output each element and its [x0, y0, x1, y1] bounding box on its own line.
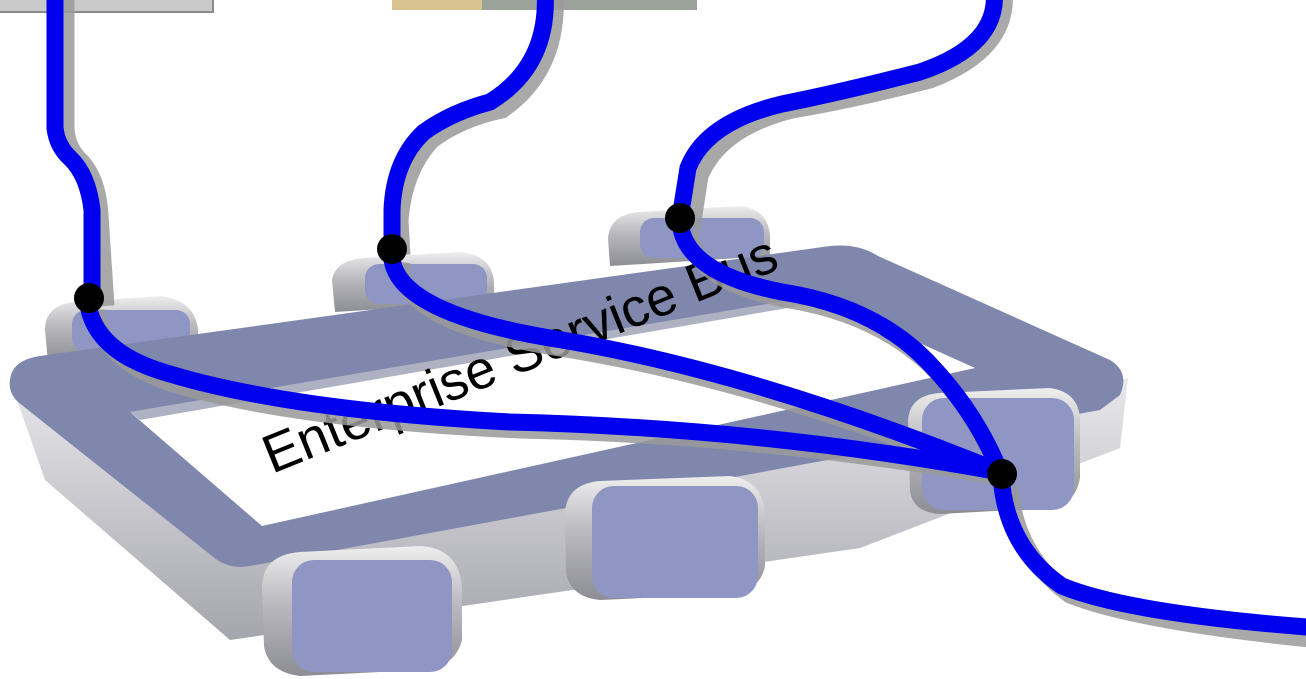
- wire-source-left: [46, 0, 101, 296]
- wires: [46, 0, 1306, 636]
- wire-left-to-hub: [78, 295, 1002, 481]
- wire-right-to-hub: [671, 217, 1008, 476]
- nodes: [74, 203, 1017, 489]
- wire-source-center: [383, 0, 554, 248]
- node-right: [665, 203, 695, 233]
- connector-front-center: [565, 476, 765, 600]
- top-left-box: [0, 0, 214, 13]
- wire-hub-output: [992, 475, 1306, 636]
- connector-front-left: [262, 546, 462, 676]
- wire-source-right: [671, 0, 1003, 220]
- node-left: [74, 283, 104, 313]
- node-center: [377, 234, 407, 264]
- wire-center-to-hub: [383, 246, 1004, 480]
- bus-inner-panel: [130, 296, 975, 526]
- node-hub: [987, 459, 1017, 489]
